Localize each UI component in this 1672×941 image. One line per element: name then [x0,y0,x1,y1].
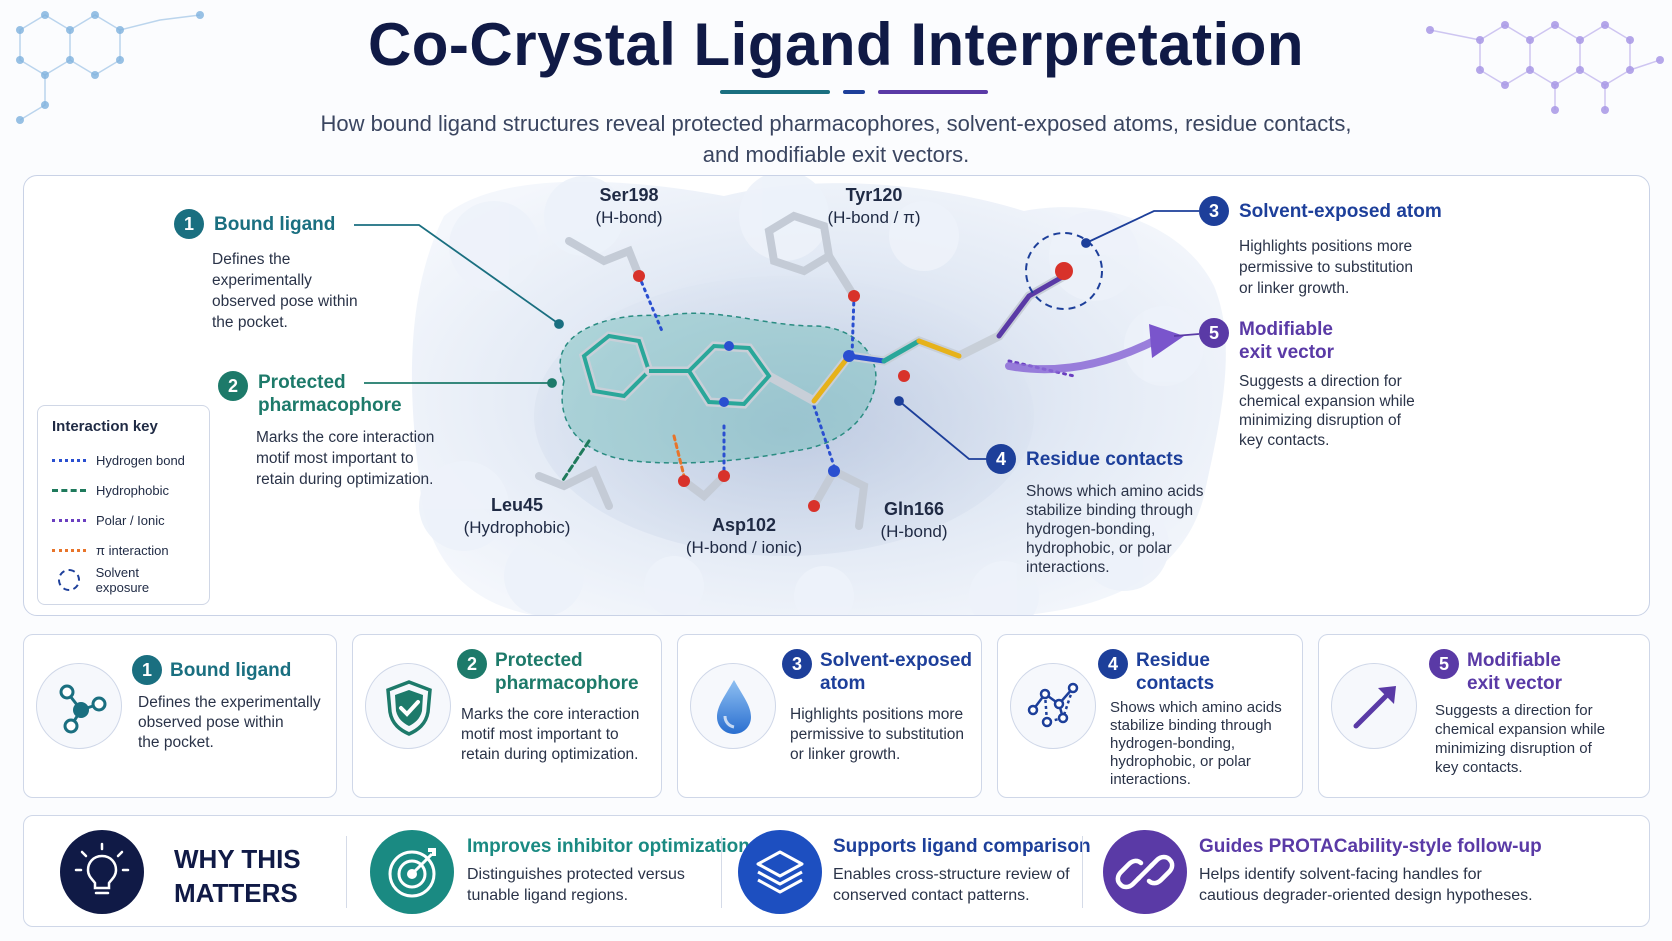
annotation-title: Protected pharmacophore [258,372,402,416]
title-underline [720,90,830,94]
why-item-title: Supports ligand comparison [833,836,1091,857]
step-number-badge: 1 [132,655,162,685]
legend-item-pi-interaction: π interaction [52,535,195,565]
annotation-description: Shows which amino acids stabilize bindin… [1026,483,1204,576]
layers-icon [738,830,822,914]
target-icon [370,830,454,914]
arrow-up-right-icon [1331,663,1417,749]
link-icon [1103,830,1187,914]
residue-label-tyr120: Tyr120(H-bond / π) [827,185,921,227]
legend-swatch [52,518,86,522]
legend-item-hydrogen-bond: Hydrogen bond [52,445,195,475]
dashed-circle-icon [52,569,86,591]
legend-item-hydrophobic: Hydrophobic [52,475,195,505]
residue-label-asp102: Asp102(H-bond / ionic) [685,515,803,557]
annotation-residue-contacts: 4 Residue contacts Shows which amino aci… [986,444,1216,577]
annotation-title: Solvent-exposed atom [1239,200,1442,222]
annotation-title: Residue contacts [1026,448,1184,470]
step-number-badge: 5 [1199,318,1229,348]
hexagon-network-decoration-right [1426,21,1664,114]
annotation-description: Highlights positions more permissive to … [1239,238,1414,297]
annotation-protected-pharmacophore: 2 Protected pharmacophore Marks the core… [218,371,448,490]
annotation-description: Suggests a direction for chemical expans… [1239,373,1415,449]
interaction-key-legend: Interaction key Hydrogen bond Hydrophobi… [37,405,210,605]
annotation-modifiable-exit-vector: 5 Modifiable exit vector Suggests a dire… [1199,318,1459,450]
page-title: Co-Crystal Ligand Interpretation [367,11,1305,78]
divider [1082,836,1083,908]
title-underline-right [878,90,988,94]
divider [721,836,722,908]
step-number-badge: 4 [986,444,1016,474]
legend-swatch [52,488,86,492]
annotation-description: Marks the core interaction motif most im… [256,429,435,488]
why-item-title: Guides PROTACability-style follow-up [1199,836,1542,857]
why-this-matters-banner: WHY THIS MATTERS Improves inhibitor opti… [23,815,1650,927]
step-number-badge: 3 [1199,196,1229,226]
step-number-badge: 4 [1098,649,1128,679]
annotation-description: Defines the experimentally observed pose… [212,251,358,331]
network-icon [1010,663,1096,749]
legend-item-polar-ionic: Polar / Ionic [52,505,195,535]
step-number-badge: 2 [457,649,487,679]
why-item-description: Helps identify solvent-facing handles fo… [1199,866,1533,904]
step-number-badge: 3 [782,649,812,679]
molecule-icon [36,663,122,749]
why-title: WHY THIS MATTERS [174,844,301,908]
step-number-badge: 5 [1429,649,1459,679]
legend-item-solvent-exposure: Solvent exposure [52,565,195,595]
title-underline-accent [843,90,865,94]
hexagon-network-decoration-left [16,11,204,124]
annotation-title: Modifiable exit vector [1239,319,1335,363]
divider [346,836,347,908]
binding-pocket-panel: 1 Bound ligand Defines the experimentall… [23,175,1650,616]
annotation-solvent-exposed-atom: 3 Solvent-exposed atom Highlights positi… [1199,196,1459,299]
annotation-title: Bound ligand [214,213,336,235]
lightbulb-icon [60,830,144,914]
residue-label-ser198: Ser198(H-bond) [595,185,663,227]
legend-swatch [52,548,86,552]
legend-swatch [52,458,86,462]
residue-label-gln166: Gln166(H-bond) [880,499,948,541]
step-number-badge: 1 [174,209,204,239]
residue-label-leu45: Leu45(Hydrophobic) [463,495,571,537]
page-subtitle: How bound ligand structures reveal prote… [320,111,1352,167]
protein-pocket-illustration [354,176,1226,615]
step-number-badge: 2 [218,371,248,401]
why-item-title: Improves inhibitor optimization [467,836,750,857]
droplet-icon [690,663,776,749]
annotation-bound-ligand: 1 Bound ligand Defines the experimentall… [174,209,394,333]
shield-check-icon [365,663,451,749]
legend-title: Interaction key [52,418,158,435]
